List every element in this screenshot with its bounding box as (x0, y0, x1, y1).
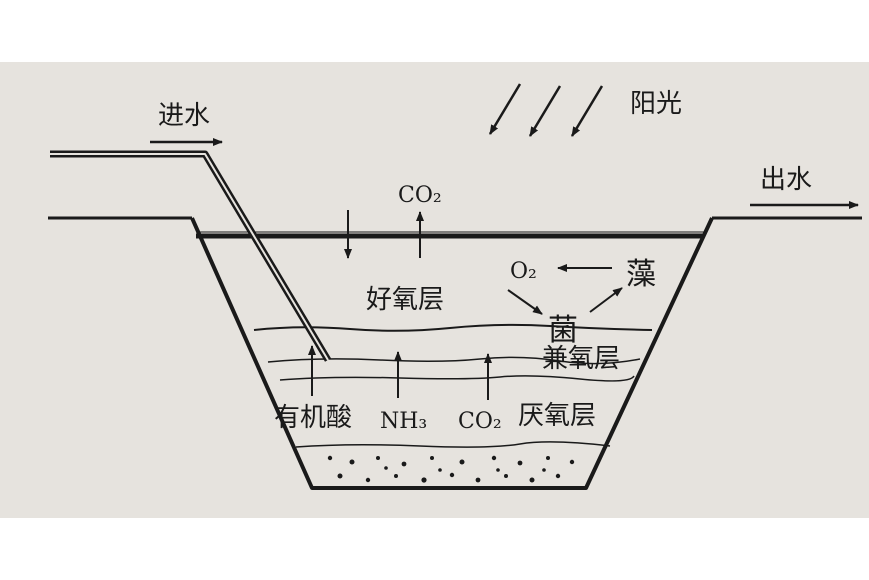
nh3-label: NH₃ (380, 409, 427, 434)
co2-bottom-label: CO₂ (458, 409, 502, 434)
sun-ray-1 (488, 83, 522, 135)
pond-outline (190, 217, 714, 490)
outflow-label: 出水 (760, 165, 812, 195)
facultative-layer-label: 兼氧层 (542, 344, 620, 374)
bacteria-to-algae-arrow (589, 287, 623, 313)
o2-to-bacteria-arrow (507, 289, 543, 315)
sun-ray-2 (528, 85, 562, 137)
inflow-label: 进水 (158, 101, 210, 131)
boundary-facultative-upper (267, 356, 641, 365)
co2-top-label: CO₂ (398, 183, 442, 208)
sunlight-label: 阳光 (630, 89, 682, 119)
pond-diagram: 进水 出水 阳光 CO₂ 好氧层 O₂ 藻 菌 兼氧层 有机酸 NH₃ CO₂ … (48, 83, 862, 490)
organic-acid-label: 有机酸 (274, 403, 352, 433)
inflow-pipe (50, 150, 332, 362)
anaerobic-layer-label: 厌氧层 (518, 401, 596, 431)
diagram-panel: 进水 出水 阳光 CO₂ 好氧层 O₂ 藻 菌 兼氧层 有机酸 NH₃ CO₂ … (0, 62, 869, 518)
inflow-pipe-inner (50, 153, 329, 361)
o2-label: O₂ (510, 259, 537, 284)
bacteria-label: 菌 (548, 313, 578, 348)
boundary-aerobic-facultative (253, 323, 653, 332)
aerobic-layer-label: 好氧层 (366, 285, 444, 315)
algae-label: 藻 (626, 257, 656, 292)
sludge-particles (327, 455, 575, 483)
boundary-sludge (295, 441, 611, 448)
boundary-facultative-anaerobic (279, 375, 635, 382)
sun-ray-3 (570, 85, 604, 137)
